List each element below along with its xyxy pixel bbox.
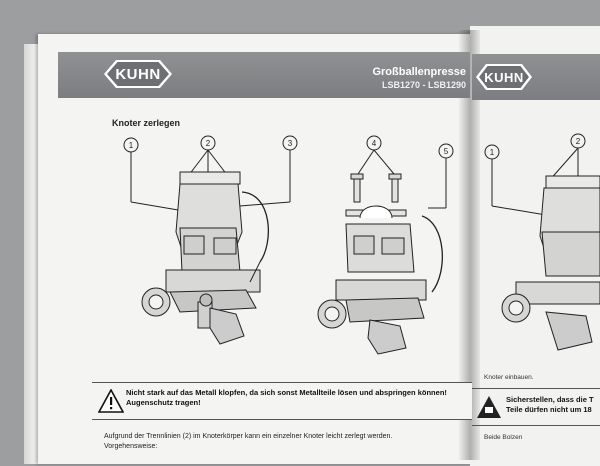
right-page-text: Beide Bolzen	[484, 434, 523, 441]
logo-text: KUHN	[115, 66, 161, 83]
header-title: Großballenpresse	[372, 66, 466, 78]
note-line-1: Sicherstellen, dass die T	[506, 395, 594, 404]
right-page-note-box: Sicherstellen, dass die T Teile dürfen n…	[472, 388, 600, 426]
warning-text: Nicht stark auf das Metall klopfen, da s…	[126, 388, 447, 407]
right-callout-2: 2	[576, 137, 581, 146]
note-hand-icon	[477, 396, 501, 418]
right-callout-1: 1	[490, 148, 495, 157]
kuhn-logo: KUHN	[104, 60, 172, 88]
warning-box: Nicht stark auf das Metall klopfen, da s…	[92, 382, 472, 420]
callout-1: 1	[129, 141, 134, 150]
body-text: Aufgrund der Trennlinien (2) im Knoterkö…	[104, 432, 472, 452]
right-page-illustration: 1 2	[476, 132, 600, 368]
book-gutter	[458, 30, 480, 460]
callout-5: 5	[444, 147, 449, 156]
body-line-1: Aufgrund der Trennlinien (2) im Knoterkö…	[104, 433, 393, 440]
logo-text-right: KUHN	[484, 70, 524, 85]
body-line-2: Vorgehensweise:	[104, 443, 158, 450]
knotter-illustration: 1 2 3 4 5	[110, 132, 470, 364]
callout-2: 2	[206, 139, 211, 148]
page-edge	[24, 44, 42, 464]
header-subtitle: LSB1270 - LSB1290	[381, 80, 466, 90]
callout-3: 3	[288, 139, 293, 148]
warning-triangle-icon	[98, 389, 124, 413]
right-page-note-text: Sicherstellen, dass die T Teile dürfen n…	[506, 395, 594, 414]
section-title: Knoter zerlegen	[112, 118, 181, 128]
kuhn-logo-right: KUHN	[476, 64, 532, 90]
callout-4: 4	[372, 139, 377, 148]
right-page-step: Knoter einbauen.	[484, 374, 534, 381]
note-line-2: Teile dürfen nicht um 18	[506, 404, 592, 414]
